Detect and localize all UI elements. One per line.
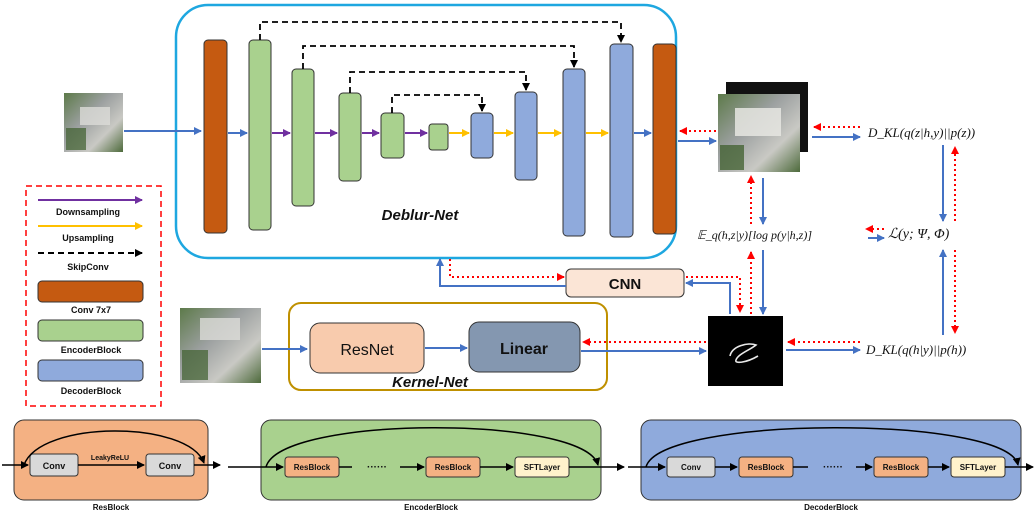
kl-z-term: D_KL(q(z|h,y)||p(z))	[867, 125, 975, 140]
decoderblock-resblock1-label: ResBlock	[748, 463, 785, 472]
cnn-label: CNN	[609, 276, 642, 293]
output-sharp-image	[718, 82, 808, 172]
skip-connections	[259, 21, 625, 113]
legend-conv7x7-swatch	[37, 280, 144, 303]
blur-kernel-image	[708, 316, 783, 386]
encoderblock-title: EncoderBlock	[404, 503, 458, 512]
blurry-input-image	[64, 93, 123, 152]
blurry-input-image-2	[180, 308, 261, 383]
kernel-to-cnn-arrow	[685, 279, 731, 314]
decoderblock-resblock2-label: ResBlock	[883, 463, 920, 472]
resblock-skip-arc	[23, 430, 206, 466]
resblock-detail-box	[13, 419, 209, 501]
deblur-net-title: Deblur-Net	[382, 207, 460, 224]
cnn-box	[565, 268, 685, 298]
encoderblock-resblock1-label: ResBlock	[294, 463, 331, 472]
encoderblock-skip-arc	[265, 427, 601, 468]
legend-downsampling-label: Downsampling	[56, 207, 120, 217]
legend-conv7x7-label: Conv 7x7	[71, 305, 111, 315]
encoder-block-bottleneck	[428, 123, 449, 151]
encoderblock-sftlayer-label: SFTLayer	[524, 463, 560, 472]
decoder-block-2	[514, 91, 538, 181]
legend-decoder-swatch	[37, 359, 144, 382]
encoder-block-2	[291, 68, 315, 207]
resnet-label: ResNet	[340, 342, 394, 359]
resblock-activation-label: LeakyReLU	[91, 455, 129, 462]
legend-encoderblock-label: EncoderBlock	[61, 345, 123, 355]
resblock-title: ResBlock	[93, 503, 130, 512]
deblur-to-cnn-grad	[449, 259, 565, 281]
decoderblock-detail-box	[640, 419, 1022, 501]
legend-upsampling-label: Upsampling	[62, 233, 114, 243]
conv7x7-block-input	[203, 39, 228, 234]
decoder-block-4	[609, 43, 634, 238]
expectation-term: 𝔼_q(h,z|y)[log p(y|h,z)]	[697, 228, 812, 242]
decoder-block-1	[470, 112, 494, 159]
cnn-to-deblur-arrow	[436, 258, 566, 287]
kl-h-term: D_KL(q(h|y)||p(h))	[865, 342, 966, 357]
encoder-block-3	[338, 92, 362, 182]
kernel-net-title: Kernel-Net	[392, 374, 469, 391]
encoder-block-4	[380, 112, 405, 159]
decoderblock-dots: ······	[823, 462, 843, 473]
conv7x7-block-output	[652, 43, 677, 235]
legend-skipconv-label: SkipConv	[67, 262, 109, 272]
decoderblock-title: DecoderBlock	[804, 503, 858, 512]
decoder-block-3	[562, 68, 586, 237]
decoderblock-sftlayer-label: SFTLayer	[960, 463, 996, 472]
encoder-block-1	[248, 39, 272, 231]
legend-decoderblock-label: DecoderBlock	[61, 386, 123, 396]
encoderblock-dots: ······	[367, 462, 387, 473]
legend-box	[25, 185, 162, 407]
resblock-conv1-label: Conv	[43, 461, 66, 471]
resnet-box	[309, 322, 425, 374]
elbo-term: ℒ(y; Ψ, Φ)	[888, 227, 950, 242]
decoderblock-skip-arc	[645, 427, 1021, 468]
decoderblock-conv-label: Conv	[681, 463, 702, 472]
linear-box	[468, 321, 581, 373]
encoderblock-resblock2-label: ResBlock	[435, 463, 472, 472]
linear-label: Linear	[500, 341, 548, 358]
kernel-net-box	[288, 302, 608, 391]
resblock-conv2-label: Conv	[159, 461, 182, 471]
legend-encoder-swatch	[37, 319, 144, 342]
